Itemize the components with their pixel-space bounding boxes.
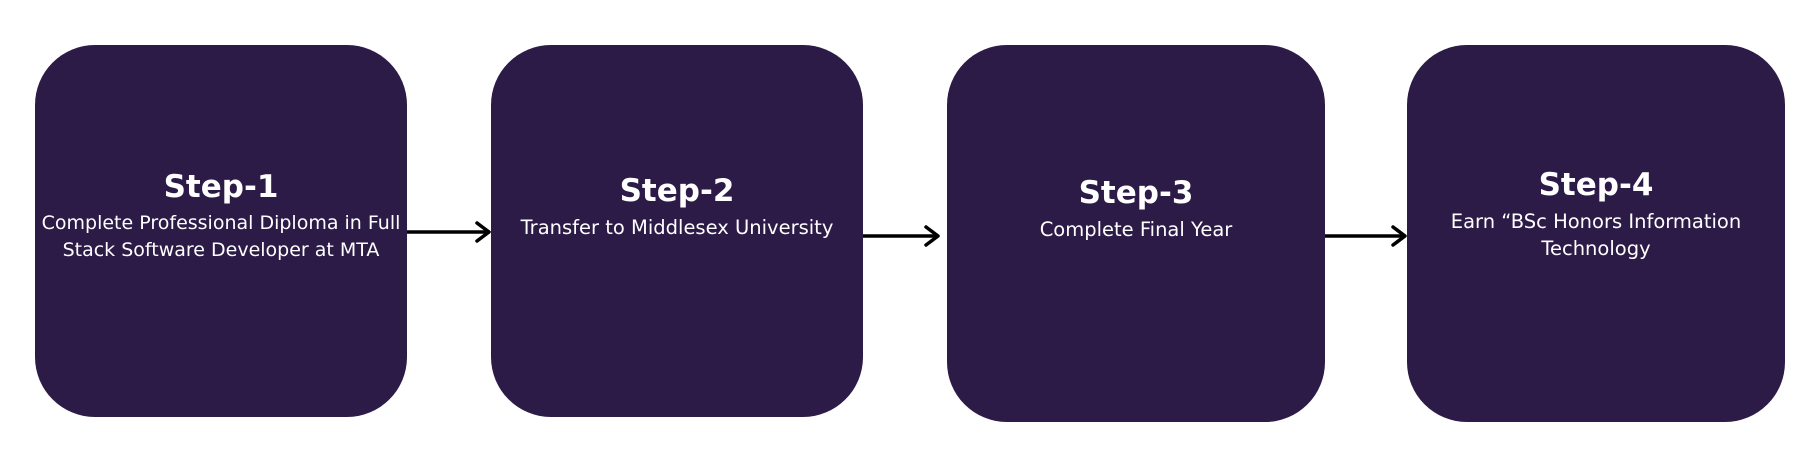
step-4-description: Earn “BSc Honors Information Technology xyxy=(1450,209,1742,260)
step-2-box: Step-2 Transfer to Middlesex University xyxy=(491,45,863,417)
step-4-box: Step-4 Earn “BSc Honors Information Tech… xyxy=(1407,45,1785,422)
step-4-title: Step-4 xyxy=(1538,166,1654,203)
arrow-step-3-to-4 xyxy=(1325,225,1407,247)
arrow-step-1-to-2 xyxy=(407,221,491,243)
step-1-title: Step-1 xyxy=(163,169,279,205)
step-1-description: Complete Professional Diploma in Full St… xyxy=(41,212,401,261)
arrow-step-2-to-3 xyxy=(863,225,940,247)
step-2-title: Step-2 xyxy=(619,172,735,209)
step-3-title: Step-3 xyxy=(1078,175,1194,211)
step-1-box: Step-1 Complete Professional Diploma in … xyxy=(35,45,407,417)
step-3-description: Complete Final Year xyxy=(1039,218,1233,241)
step-3-box: Step-3 Complete Final Year xyxy=(947,45,1325,422)
step-2-description: Transfer to Middlesex University xyxy=(520,215,834,239)
